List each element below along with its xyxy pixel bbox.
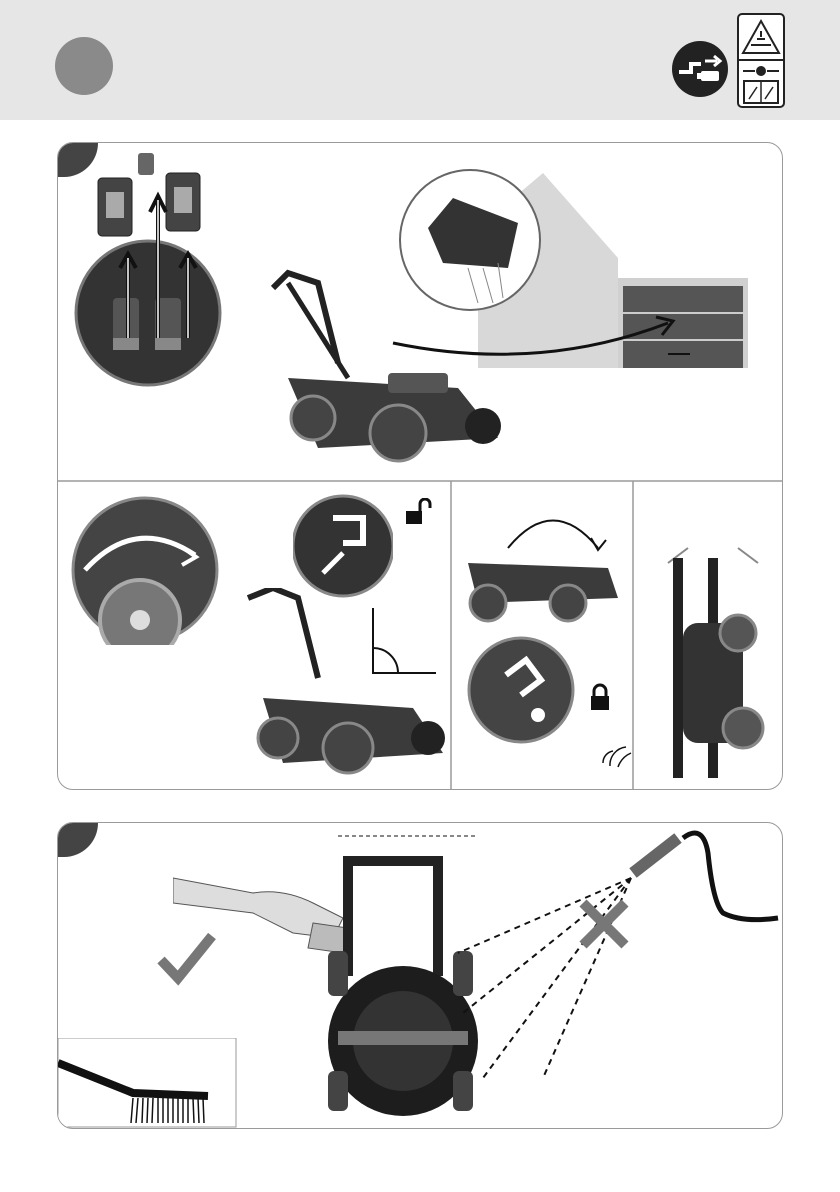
up-arrow-icon bbox=[118, 188, 198, 343]
click-sound-icon bbox=[598, 733, 633, 768]
cleaning-panel bbox=[57, 822, 783, 1129]
lawn-mower-illustration bbox=[258, 268, 508, 473]
header-bar bbox=[0, 0, 840, 120]
step-number-circle bbox=[55, 37, 113, 95]
handle-lever-detail bbox=[70, 495, 220, 645]
maintenance-panel bbox=[57, 142, 783, 790]
lock-icon bbox=[588, 683, 614, 713]
warning-labels bbox=[737, 13, 785, 108]
check-mark-icon bbox=[156, 928, 218, 988]
panel-corner-tab bbox=[58, 823, 98, 857]
no-water-x-icon bbox=[578, 898, 630, 950]
upright-mower-illustration bbox=[648, 543, 768, 783]
folded-mower-illustration bbox=[458, 493, 628, 623]
unlock-icon bbox=[403, 498, 433, 528]
rotate-arrow-icon bbox=[293, 488, 393, 603]
brush-icon bbox=[58, 1038, 238, 1128]
hazard-warning-icon bbox=[737, 13, 785, 108]
lock-detail bbox=[466, 635, 576, 745]
hose-icon bbox=[453, 823, 782, 1083]
lawn-mower-illustration bbox=[233, 588, 453, 783]
unplug-icon bbox=[671, 40, 729, 98]
